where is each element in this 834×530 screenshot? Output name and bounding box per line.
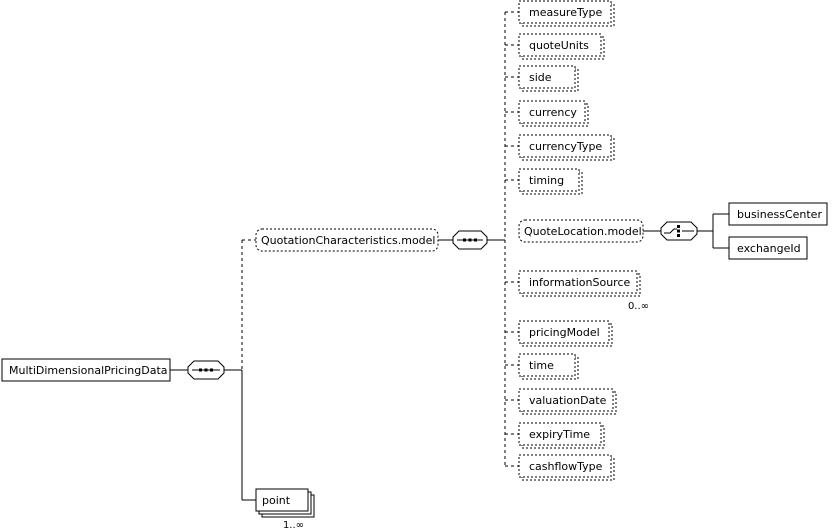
element-label: side	[529, 71, 552, 84]
quotelocation-element-list: businessCenter exchangeId	[728, 202, 828, 260]
element-occurrence: 0..∞	[628, 301, 649, 312]
element-label: quoteUnits	[529, 39, 589, 52]
root-element-label: MultiDimensionalPricingData	[9, 364, 168, 377]
quotation-group-label: QuotationCharacteristics.model	[261, 234, 435, 247]
element-time[interactable]: time	[518, 353, 579, 380]
element-label: currencyType	[529, 140, 602, 153]
element-informationsource[interactable]: informationSource 0..∞	[518, 270, 649, 312]
sequence-compositor-quotation[interactable]	[452, 230, 488, 250]
element-box	[518, 33, 602, 57]
choice-compositor-quotelocation[interactable]	[660, 221, 698, 241]
element-timing[interactable]: timing	[518, 168, 583, 195]
element-cashflowtype[interactable]: cashflowType	[518, 454, 615, 481]
element-label: expiryTime	[529, 428, 590, 441]
element-currencytype[interactable]: currencyType	[518, 134, 615, 161]
element-box	[518, 422, 602, 446]
element-quoteunits[interactable]: quoteUnits	[518, 33, 605, 60]
point-occurrence: 1..∞	[283, 520, 304, 530]
element-box	[518, 134, 612, 158]
element-label: pricingModel	[529, 326, 600, 339]
element-measuretype[interactable]: measureType	[518, 0, 615, 27]
element-label: measureType	[529, 6, 602, 19]
element-businesscenter[interactable]: businessCenter	[728, 202, 828, 226]
element-label: cashflowType	[529, 460, 603, 473]
element-box	[518, 65, 576, 89]
element-box	[518, 0, 612, 24]
element-box	[518, 100, 586, 124]
element-box	[518, 388, 614, 412]
element-label: valuationDate	[529, 394, 607, 407]
connector-lines	[170, 11, 729, 501]
element-exchangeid[interactable]: exchangeId	[728, 236, 808, 260]
point-label: point	[262, 494, 291, 507]
element-box	[518, 454, 612, 478]
element-label: informationSource	[529, 276, 630, 289]
element-box	[728, 202, 828, 226]
element-expirytime[interactable]: expiryTime	[518, 422, 605, 449]
element-box	[518, 168, 580, 192]
group-quotationcharacteristics-model[interactable]: QuotationCharacteristics.model	[255, 228, 439, 252]
element-label: currency	[529, 106, 577, 119]
element-label: exchangeId	[737, 242, 801, 255]
element-side[interactable]: side	[518, 65, 579, 92]
element-box	[518, 353, 576, 377]
element-point[interactable]: point 1..∞	[255, 488, 315, 530]
sequence-compositor-root[interactable]	[187, 360, 225, 380]
element-label: businessCenter	[737, 208, 822, 221]
element-label: timing	[529, 174, 564, 187]
root-element-multidimensionalpricingdata[interactable]: MultiDimensionalPricingData	[1, 358, 171, 382]
element-valuationdate[interactable]: valuationDate	[518, 388, 617, 415]
element-pricingmodel[interactable]: pricingModel	[518, 320, 613, 347]
quotation-element-list: measureType quoteUnits side currency currenc…	[518, 0, 649, 481]
group-quotelocation-model[interactable]: QuoteLocation.model	[518, 219, 644, 243]
element-currency[interactable]: currency	[518, 100, 589, 127]
element-box	[518, 270, 638, 294]
quotelocation-group-label: QuoteLocation.model	[524, 225, 642, 238]
element-label: time	[529, 359, 554, 372]
element-box	[728, 236, 808, 260]
element-box	[518, 320, 610, 344]
